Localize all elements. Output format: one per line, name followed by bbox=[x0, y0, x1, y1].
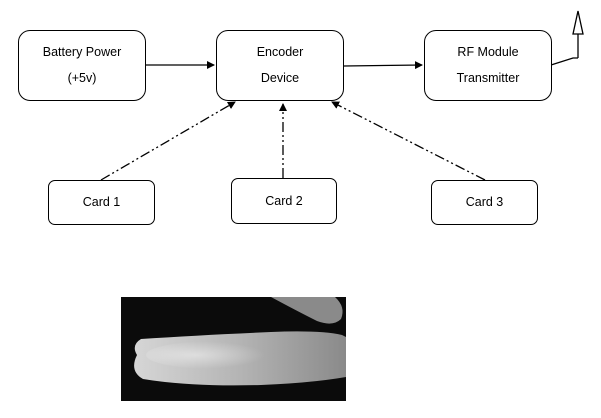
card-3-label: Card 3 bbox=[465, 195, 504, 209]
arrow-card3-to-encoder bbox=[331, 101, 486, 181]
battery-voltage-label: (+5v) bbox=[67, 71, 97, 85]
battery-power-block: Battery Power (+5v) bbox=[18, 30, 146, 101]
rf-module-block: RF Module Transmitter bbox=[424, 30, 552, 101]
card-2-block: Card 2 bbox=[231, 178, 337, 224]
photo-object-upper bbox=[271, 297, 343, 324]
arrow-card1-to-encoder bbox=[100, 101, 236, 181]
encoder-device-label: Device bbox=[260, 71, 300, 85]
card-1-label: Card 1 bbox=[82, 195, 121, 209]
arrow-encoder-to-rf-module bbox=[343, 61, 423, 70]
photo-content bbox=[121, 297, 346, 401]
card-3-block: Card 3 bbox=[431, 180, 538, 225]
rf-transmitter-label: Transmitter bbox=[456, 71, 520, 85]
battery-power-label: Battery Power bbox=[42, 45, 122, 59]
card-1-block: Card 1 bbox=[48, 180, 155, 225]
card-2-label: Card 2 bbox=[265, 193, 303, 208]
encoder-device-block: Encoder Device bbox=[216, 30, 344, 101]
rf-module-label: RF Module bbox=[457, 45, 519, 59]
antenna-icon bbox=[550, 10, 584, 66]
encoder-label: Encoder bbox=[256, 45, 304, 59]
grayscale-photo bbox=[121, 297, 346, 401]
